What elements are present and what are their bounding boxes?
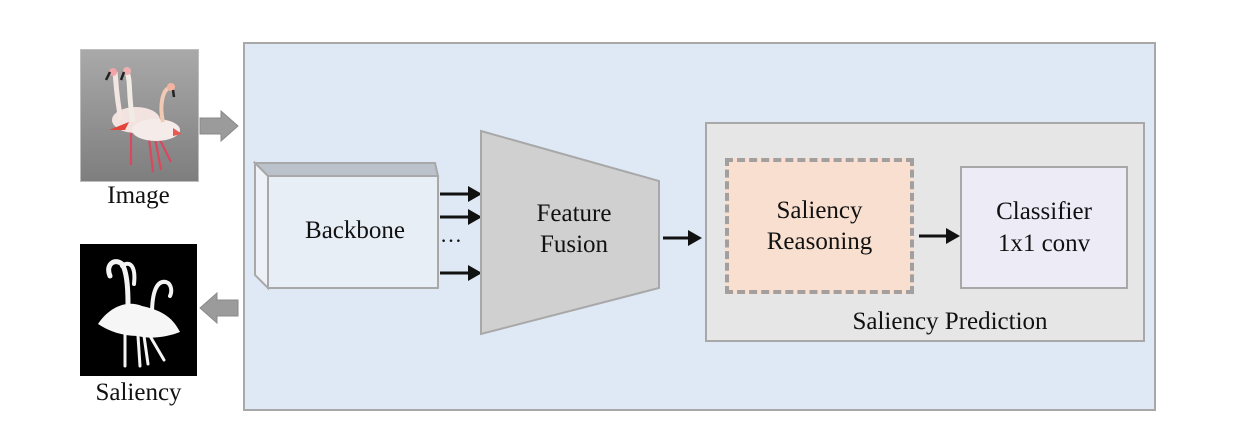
feature-fusion-line2: Fusion bbox=[539, 231, 609, 259]
feature-arrows bbox=[440, 186, 482, 281]
classifier-line2: 1x1 conv bbox=[997, 229, 1091, 257]
ellipsis: … bbox=[440, 222, 462, 247]
flamingo-saliency-map bbox=[80, 244, 197, 376]
saliency-prediction-label: Saliency Prediction bbox=[852, 308, 1048, 335]
saliency-reasoning-block: Saliency Reasoning bbox=[725, 158, 914, 294]
feature-fusion-label: Feature Fusion bbox=[520, 198, 628, 261]
saliency-reasoning-label: Saliency Reasoning bbox=[767, 195, 873, 258]
saliency-reasoning-line2: Reasoning bbox=[766, 228, 873, 255]
feature-fusion-block bbox=[480, 129, 660, 336]
saliency-label: Saliency bbox=[95, 379, 182, 406]
fusion-to-prediction-arrow-icon bbox=[663, 230, 702, 246]
backbone-label: Backbone bbox=[305, 217, 405, 244]
input-image bbox=[80, 49, 199, 182]
backbone-block bbox=[253, 160, 440, 291]
output-arrow-icon bbox=[199, 292, 239, 324]
classifier-line1: Classifier bbox=[996, 198, 1092, 226]
input-label: Image bbox=[107, 182, 170, 209]
feature-fusion-line1: Feature bbox=[536, 200, 612, 227]
flamingo-photo bbox=[81, 50, 198, 181]
saliency-image bbox=[80, 244, 197, 376]
classifier-block: Classifier 1x1 conv bbox=[960, 166, 1128, 289]
saliency-reasoning-line1: Saliency bbox=[776, 196, 863, 224]
classifier-label: Classifier 1x1 conv bbox=[996, 196, 1092, 259]
input-arrow-icon bbox=[199, 110, 239, 142]
reasoning-to-classifier-arrow-icon bbox=[919, 228, 960, 244]
